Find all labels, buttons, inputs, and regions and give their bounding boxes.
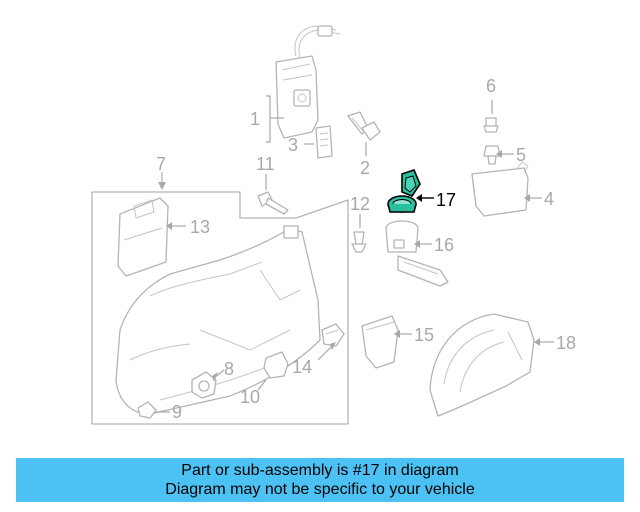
callout-17: 17 <box>436 190 456 210</box>
part-3-tag <box>315 125 333 159</box>
callout-6: 6 <box>486 76 496 96</box>
leader-10 <box>257 379 267 391</box>
part-2-bolt <box>347 111 381 141</box>
callout-2: 2 <box>360 158 370 178</box>
callout-15: 15 <box>414 325 434 345</box>
part-13-panel <box>117 197 169 277</box>
info-banner: Part or sub-assembly is #17 in diagram D… <box>16 458 624 502</box>
callout-12: 12 <box>350 194 370 214</box>
callout-9: 9 <box>172 402 182 422</box>
callout-13: 13 <box>190 217 210 237</box>
callout-10: 10 <box>240 387 260 407</box>
part-1-trim-panel <box>275 25 341 139</box>
part-9-hook <box>137 401 157 419</box>
callout-1: 1 <box>250 109 260 129</box>
leader-1 <box>266 95 271 143</box>
parts-diagram: 1 3 2 11 7 13 <box>91 25 576 425</box>
part-17-fuel-door <box>387 169 421 213</box>
callout-8: 8 <box>224 359 234 379</box>
part-8-clip <box>191 371 217 399</box>
part-10-bracket <box>263 351 289 379</box>
part-15-block <box>361 315 399 369</box>
callout-11: 11 <box>256 154 275 174</box>
banner-disclaimer-line: Diagram may not be specific to your vehi… <box>165 481 475 498</box>
part-6-screw <box>483 117 499 133</box>
part-14-clip <box>321 323 345 347</box>
part-12-pin <box>351 231 367 253</box>
callout-7: 7 <box>156 154 166 174</box>
banner-part-line: Part or sub-assembly is #17 in diagram <box>181 462 459 479</box>
part-4-cover <box>471 161 529 217</box>
leader-14 <box>317 345 333 361</box>
callout-14: 14 <box>292 357 312 377</box>
callout-18: 18 <box>556 333 576 353</box>
part-11-screw <box>257 191 289 215</box>
callout-16: 16 <box>434 235 454 255</box>
callout-4: 4 <box>544 189 554 209</box>
callout-3: 3 <box>288 135 298 155</box>
callout-5: 5 <box>516 145 526 165</box>
part-18-liner <box>429 313 535 417</box>
part-16-inlet-housing <box>385 220 449 287</box>
